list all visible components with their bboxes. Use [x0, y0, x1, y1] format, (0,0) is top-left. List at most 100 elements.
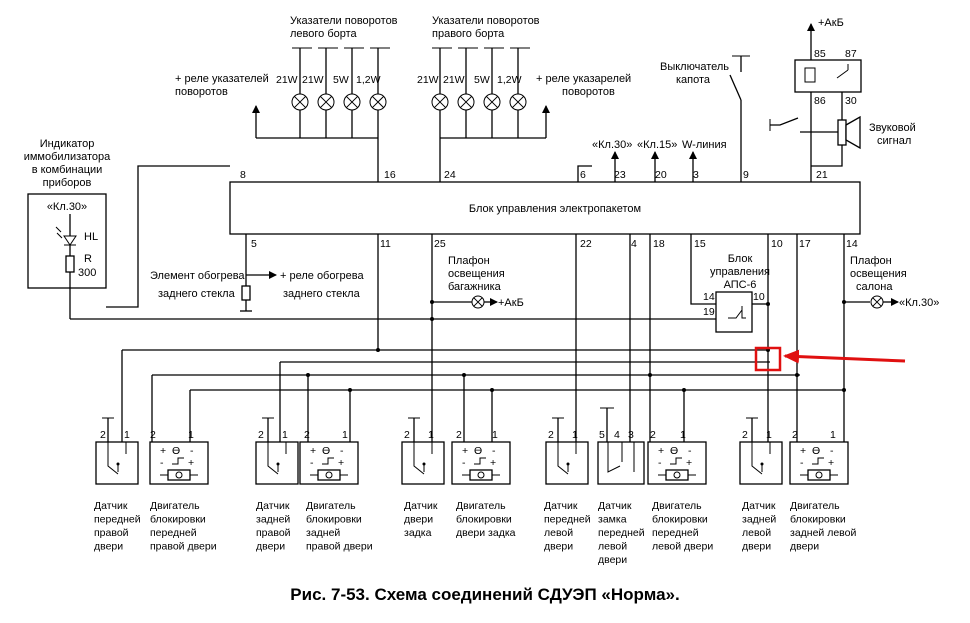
left-turn-indicators: Указатели поворотов левого борта 21W 21W…: [175, 15, 398, 182]
component-label: Двигатель: [790, 500, 840, 512]
resistor-icon: [65, 255, 75, 273]
pin-label: 16: [384, 169, 396, 181]
pin-label: 15: [694, 238, 706, 250]
component-pin: 1: [124, 429, 130, 441]
horn-icon: [837, 115, 861, 150]
aps6-label-2: управления: [710, 266, 770, 278]
component-pin: 2: [404, 429, 410, 441]
top-pin-labels: 8 16 24 6 23 20 3 9 21: [240, 169, 828, 181]
component-label: Двигатель: [150, 500, 200, 512]
relay-pin-86: 86: [814, 95, 826, 107]
pin-label: 20: [655, 169, 667, 181]
aps6-label-3: АПС-6: [724, 279, 757, 291]
lamp-rating: 21W: [302, 74, 324, 86]
hood-switch-label-2: капота: [676, 74, 711, 86]
trunk-light-label-2: освещения: [448, 268, 505, 280]
component-label: передней: [150, 527, 197, 539]
component-label: левой двери: [652, 541, 713, 553]
aps6-label-1: Блок: [728, 253, 753, 265]
cabin-light-label-1: Плафон: [850, 255, 892, 267]
aps6-pin-14: 14: [703, 291, 715, 303]
component-pin: 2: [650, 429, 656, 441]
component-label: правой двери: [306, 541, 373, 553]
motor-sign: +: [188, 457, 194, 469]
pin-label: 21: [816, 169, 828, 181]
motor-sign: +: [338, 457, 344, 469]
motor-sign: -: [462, 457, 466, 469]
motor-sign: -: [160, 457, 164, 469]
relay-pin-85: 85: [814, 48, 826, 60]
component-pin: 1: [492, 429, 498, 441]
component-pin: 2: [304, 429, 310, 441]
motor-sign: ϴ: [474, 445, 482, 457]
motor-sign: -: [658, 457, 662, 469]
pin-label: 11: [380, 238, 391, 250]
top-signals: «Кл.30» «Кл.15» W-линия: [577, 139, 727, 182]
motor-sign: ϴ: [812, 445, 820, 457]
component-box: [451, 441, 511, 485]
motor-sign: -: [340, 445, 344, 457]
left-turn-title-2: левого борта: [290, 28, 358, 40]
right-relay-label-2: поворотов: [562, 86, 615, 98]
lamp-rating: 5W: [333, 74, 349, 86]
pin-label: 25: [434, 238, 446, 250]
pin-label: 6: [580, 169, 586, 181]
lamp-icon: [431, 93, 449, 111]
lamp-rating: 21W: [443, 74, 465, 86]
component-label: блокировки: [790, 514, 846, 526]
motor-sign: -: [688, 445, 692, 457]
lamp-rating: 21W: [417, 74, 439, 86]
component-label: блокировки: [306, 514, 362, 526]
component-pin: 4: [614, 429, 620, 441]
aps6-pin-10: 10: [753, 291, 765, 303]
motor-sign: +: [462, 445, 468, 457]
heater-element-icon: [241, 285, 251, 301]
lamp-rating: 1,2W: [356, 74, 381, 86]
lamp-icon: [291, 93, 309, 111]
trunk-light-label-1: Плафон: [448, 255, 490, 267]
component-label: правой: [94, 527, 129, 539]
pin-label: 3: [693, 169, 699, 181]
left-relay-label-1: + реле указателей: [175, 73, 269, 85]
lamp-icon: [317, 93, 335, 111]
component-pin: 1: [188, 429, 194, 441]
component-label: двери: [94, 541, 123, 553]
aps6-pin-19: 19: [703, 306, 715, 318]
left-relay-label-2: поворотов: [175, 86, 228, 98]
component-label: двери: [544, 541, 573, 553]
lamp-icon: [369, 93, 387, 111]
motor-sign: -: [310, 457, 314, 469]
lamp-icon: [471, 295, 485, 309]
pin-label: 17: [799, 238, 811, 250]
component-label: передней: [598, 527, 645, 539]
right-turn-title-2: правого борта: [432, 28, 505, 40]
component-label: задней: [742, 514, 776, 526]
right-relay-label-1: + реле указарелей: [536, 73, 631, 85]
aps6-unit: Блок управления АПС-6 14 10 19: [690, 234, 770, 333]
highlight-annotation: [754, 346, 906, 372]
immo-label-1: Индикатор: [40, 138, 95, 150]
pin-label: 22: [580, 238, 592, 250]
pin-label: 8: [240, 169, 246, 181]
component-label: задней левой: [790, 527, 856, 539]
right-turn-indicators: Указатели поворотов правого борта 21W 21…: [417, 15, 631, 182]
component-pin: 1: [282, 429, 288, 441]
component-label: Датчик: [742, 500, 776, 512]
component-pin: 2: [548, 429, 554, 441]
motor-sign: ϴ: [172, 445, 180, 457]
motor-sign: +: [686, 457, 692, 469]
motor-sign: +: [160, 445, 166, 457]
component-label: Двигатель: [652, 500, 702, 512]
relay-coil: [804, 67, 816, 83]
component-label: задней: [306, 527, 340, 539]
component-pin: 2: [456, 429, 462, 441]
component-pin: 5: [599, 429, 605, 441]
motor-sign: ϴ: [670, 445, 678, 457]
trunk-light: Плафон освещения багажника +АкБ: [430, 255, 524, 309]
